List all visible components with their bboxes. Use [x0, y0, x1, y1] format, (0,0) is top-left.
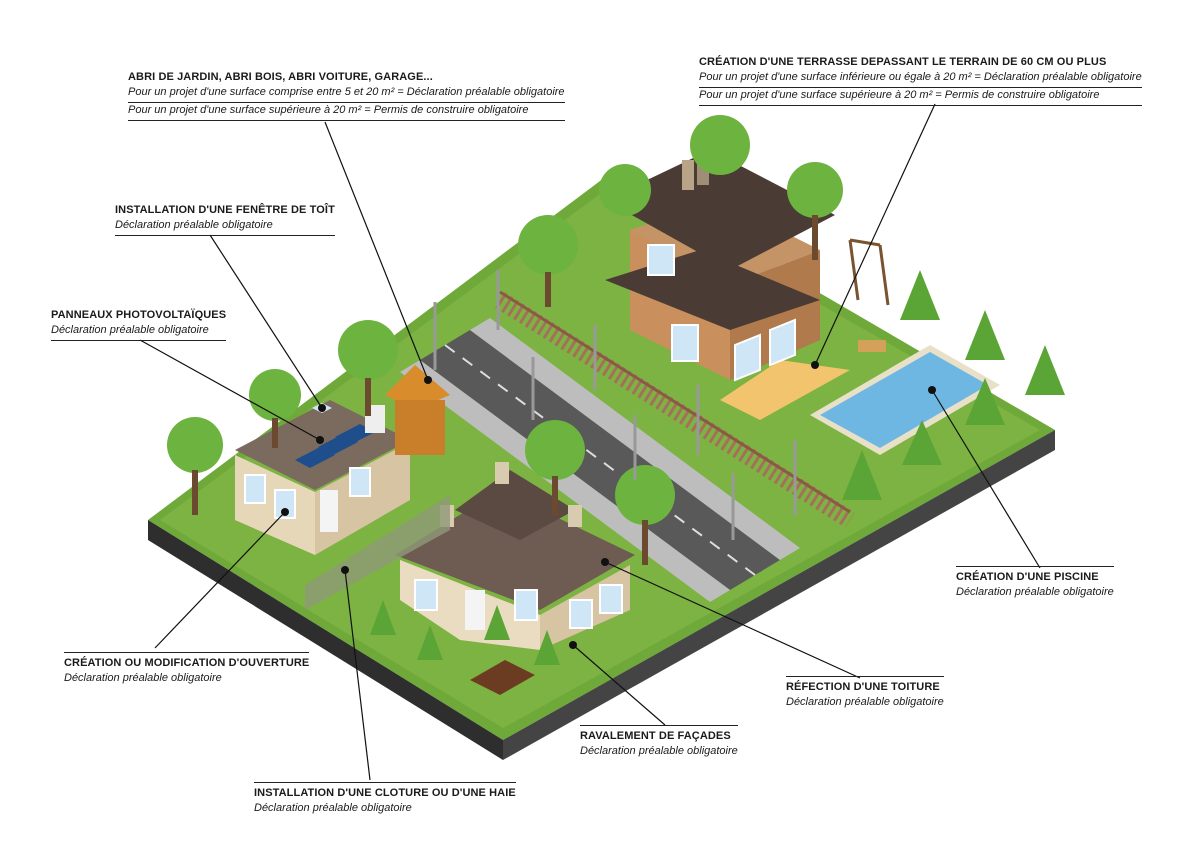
- label-ouverture: CRÉATION OU MODIFICATION D'OUVERTURE Déc…: [64, 652, 310, 686]
- modern-house: [605, 150, 835, 382]
- label-abri-line1: Pour un projet d'une surface comprise en…: [128, 85, 565, 103]
- label-abri-line2: Pour un projet d'une surface supérieure …: [128, 103, 565, 121]
- leader-lines: [139, 103, 1041, 781]
- label-toiture-title: RÉFECTION D'UNE TOITURE: [786, 676, 944, 695]
- label-cloture-title: INSTALLATION D'UNE CLOTURE OU D'UNE HAIE: [254, 782, 516, 801]
- label-abri: ABRI DE JARDIN, ABRI BOIS, ABRI VOITURE,…: [128, 70, 565, 121]
- label-piscine-line1: Déclaration préalable obligatoire: [956, 586, 1114, 598]
- label-cloture-line1: Déclaration préalable obligatoire: [254, 802, 412, 814]
- label-piscine: CRÉATION D'UNE PISCINE Déclaration préal…: [956, 566, 1114, 600]
- terrace: [720, 360, 850, 420]
- label-ouverture-line1: Déclaration préalable obligatoire: [64, 672, 222, 684]
- label-ravalement-title: RAVALEMENT DE FAÇADES: [580, 725, 738, 744]
- tree-icon: [518, 215, 578, 307]
- lattice-fence: [305, 495, 450, 610]
- tree-icon: [525, 420, 585, 516]
- tree-icon: [599, 164, 651, 216]
- label-fenetre-title: INSTALLATION D'UNE FENÊTRE DE TOÎT: [115, 204, 335, 216]
- label-panneaux-title: PANNEAUX PHOTOVOLTAÏQUES: [51, 309, 227, 321]
- bench-icon: [858, 340, 886, 352]
- tree-icon: [787, 162, 843, 260]
- tree-icon: [338, 320, 398, 416]
- tree-icon: [167, 417, 223, 515]
- label-abri-title: ABRI DE JARDIN, ABRI BOIS, ABRI VOITURE,…: [128, 71, 433, 83]
- left-house: [235, 400, 410, 555]
- label-piscine-title: CRÉATION D'UNE PISCINE: [956, 566, 1114, 585]
- label-toiture: RÉFECTION D'UNE TOITURE Déclaration préa…: [786, 676, 944, 710]
- swing-icon: [848, 238, 890, 306]
- fence-back: [495, 290, 855, 528]
- pool: [810, 345, 1000, 455]
- label-fenetre: INSTALLATION D'UNE FENÊTRE DE TOÎT Décla…: [115, 203, 335, 236]
- garden-shed: [385, 365, 450, 455]
- label-fenetre-line1: Déclaration préalable obligatoire: [115, 218, 335, 236]
- label-ravalement-line1: Déclaration préalable obligatoire: [580, 745, 738, 757]
- label-panneaux-line1: Déclaration préalable obligatoire: [51, 323, 227, 341]
- leader-dots: [281, 361, 936, 649]
- label-ouverture-title: CRÉATION OU MODIFICATION D'OUVERTURE: [64, 652, 310, 671]
- tree-icon: [690, 115, 750, 175]
- label-terrasse-line2: Pour un projet d'une surface supérieure …: [699, 88, 1142, 106]
- front-house: [395, 462, 635, 650]
- vegetable-garden: [470, 660, 535, 695]
- tree-icon: [615, 465, 675, 565]
- label-toiture-line1: Déclaration préalable obligatoire: [786, 696, 944, 708]
- street-lamps: [433, 270, 797, 540]
- label-terrasse-title: CRÉATION D'UNE TERRASSE DEPASSANT LE TER…: [699, 56, 1107, 68]
- label-cloture: INSTALLATION D'UNE CLOTURE OU D'UNE HAIE…: [254, 782, 516, 816]
- label-panneaux: PANNEAUX PHOTOVOLTAÏQUES Déclaration pré…: [51, 308, 227, 341]
- label-terrasse-line1: Pour un projet d'une surface inférieure …: [699, 70, 1142, 88]
- label-terrasse: CRÉATION D'UNE TERRASSE DEPASSANT LE TER…: [699, 55, 1142, 106]
- label-ravalement: RAVALEMENT DE FAÇADES Déclaration préala…: [580, 725, 738, 759]
